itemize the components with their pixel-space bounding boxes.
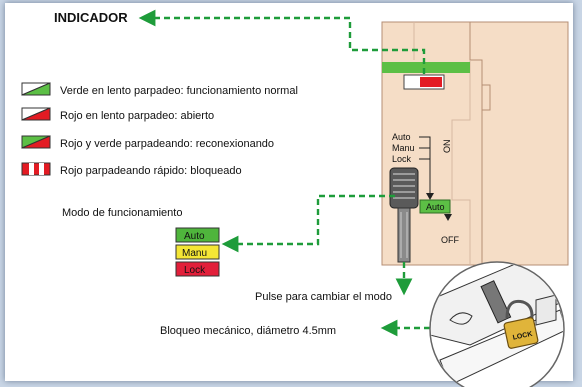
legend-item-red-slow: Rojo en lento parpadeo: abierto [21,107,214,122]
mode-lock-badge [175,261,220,277]
padlock-icon [503,317,539,349]
device-green-band [382,62,470,73]
switch-mode-lock: Lock [392,154,412,164]
arrow-to-mode-list [221,194,395,253]
pulse-note: Pulse para cambiar el modo [255,291,392,303]
mode-lock-label: Lock [184,265,206,276]
led-red-icon [420,77,442,87]
switch-off-label: OFF [441,235,459,245]
mode-list: Modo de funcionamiento Auto Manu Lock [62,207,220,277]
mode-auto-label: Auto [184,231,205,242]
arrow-to-indicator-title [138,9,426,74]
legend-label-3: Rojo parpadeando rápido: bloqueado [60,165,242,177]
mode-manu-label: Manu [182,248,207,259]
switch-mode-auto: Auto [392,132,411,142]
padlock-label: LOCK [512,331,533,342]
legend-item-red-fast: Rojo parpadeando rápido: bloqueado [21,162,242,177]
switch-selected-badge [419,199,451,214]
lock-note: Bloqueo mecánico, diámetro 4.5mm [160,325,336,337]
switch-position-labels: Auto Manu Lock ON OFF Auto [392,132,459,245]
legend: Verde en lento parpadeo: funcionamiento … [21,82,298,177]
legend-item-red-green: Rojo y verde parpadeando: reconexionando [21,135,274,150]
mode-switch[interactable] [389,167,419,263]
mode-auto-badge [175,227,220,243]
switch-on-label: ON [442,140,452,154]
legend-label-0: Verde en lento parpadeo: funcionamiento … [60,85,298,97]
legend-label-1: Rojo en lento parpadeo: abierto [60,110,214,122]
padlock-inset: LOCK [429,261,565,387]
switch-selected-label: Auto [426,202,445,212]
legend-label-2: Rojo y verde parpadeando: reconexionando [60,138,274,150]
legend-item-green-slow: Verde en lento parpadeo: funcionamiento … [21,82,298,97]
indicator-title: INDICADOR [54,10,128,25]
switch-mode-manu: Manu [392,143,415,153]
mode-manu-badge [175,244,220,260]
mode-list-title: Modo de funcionamiento [62,207,182,219]
